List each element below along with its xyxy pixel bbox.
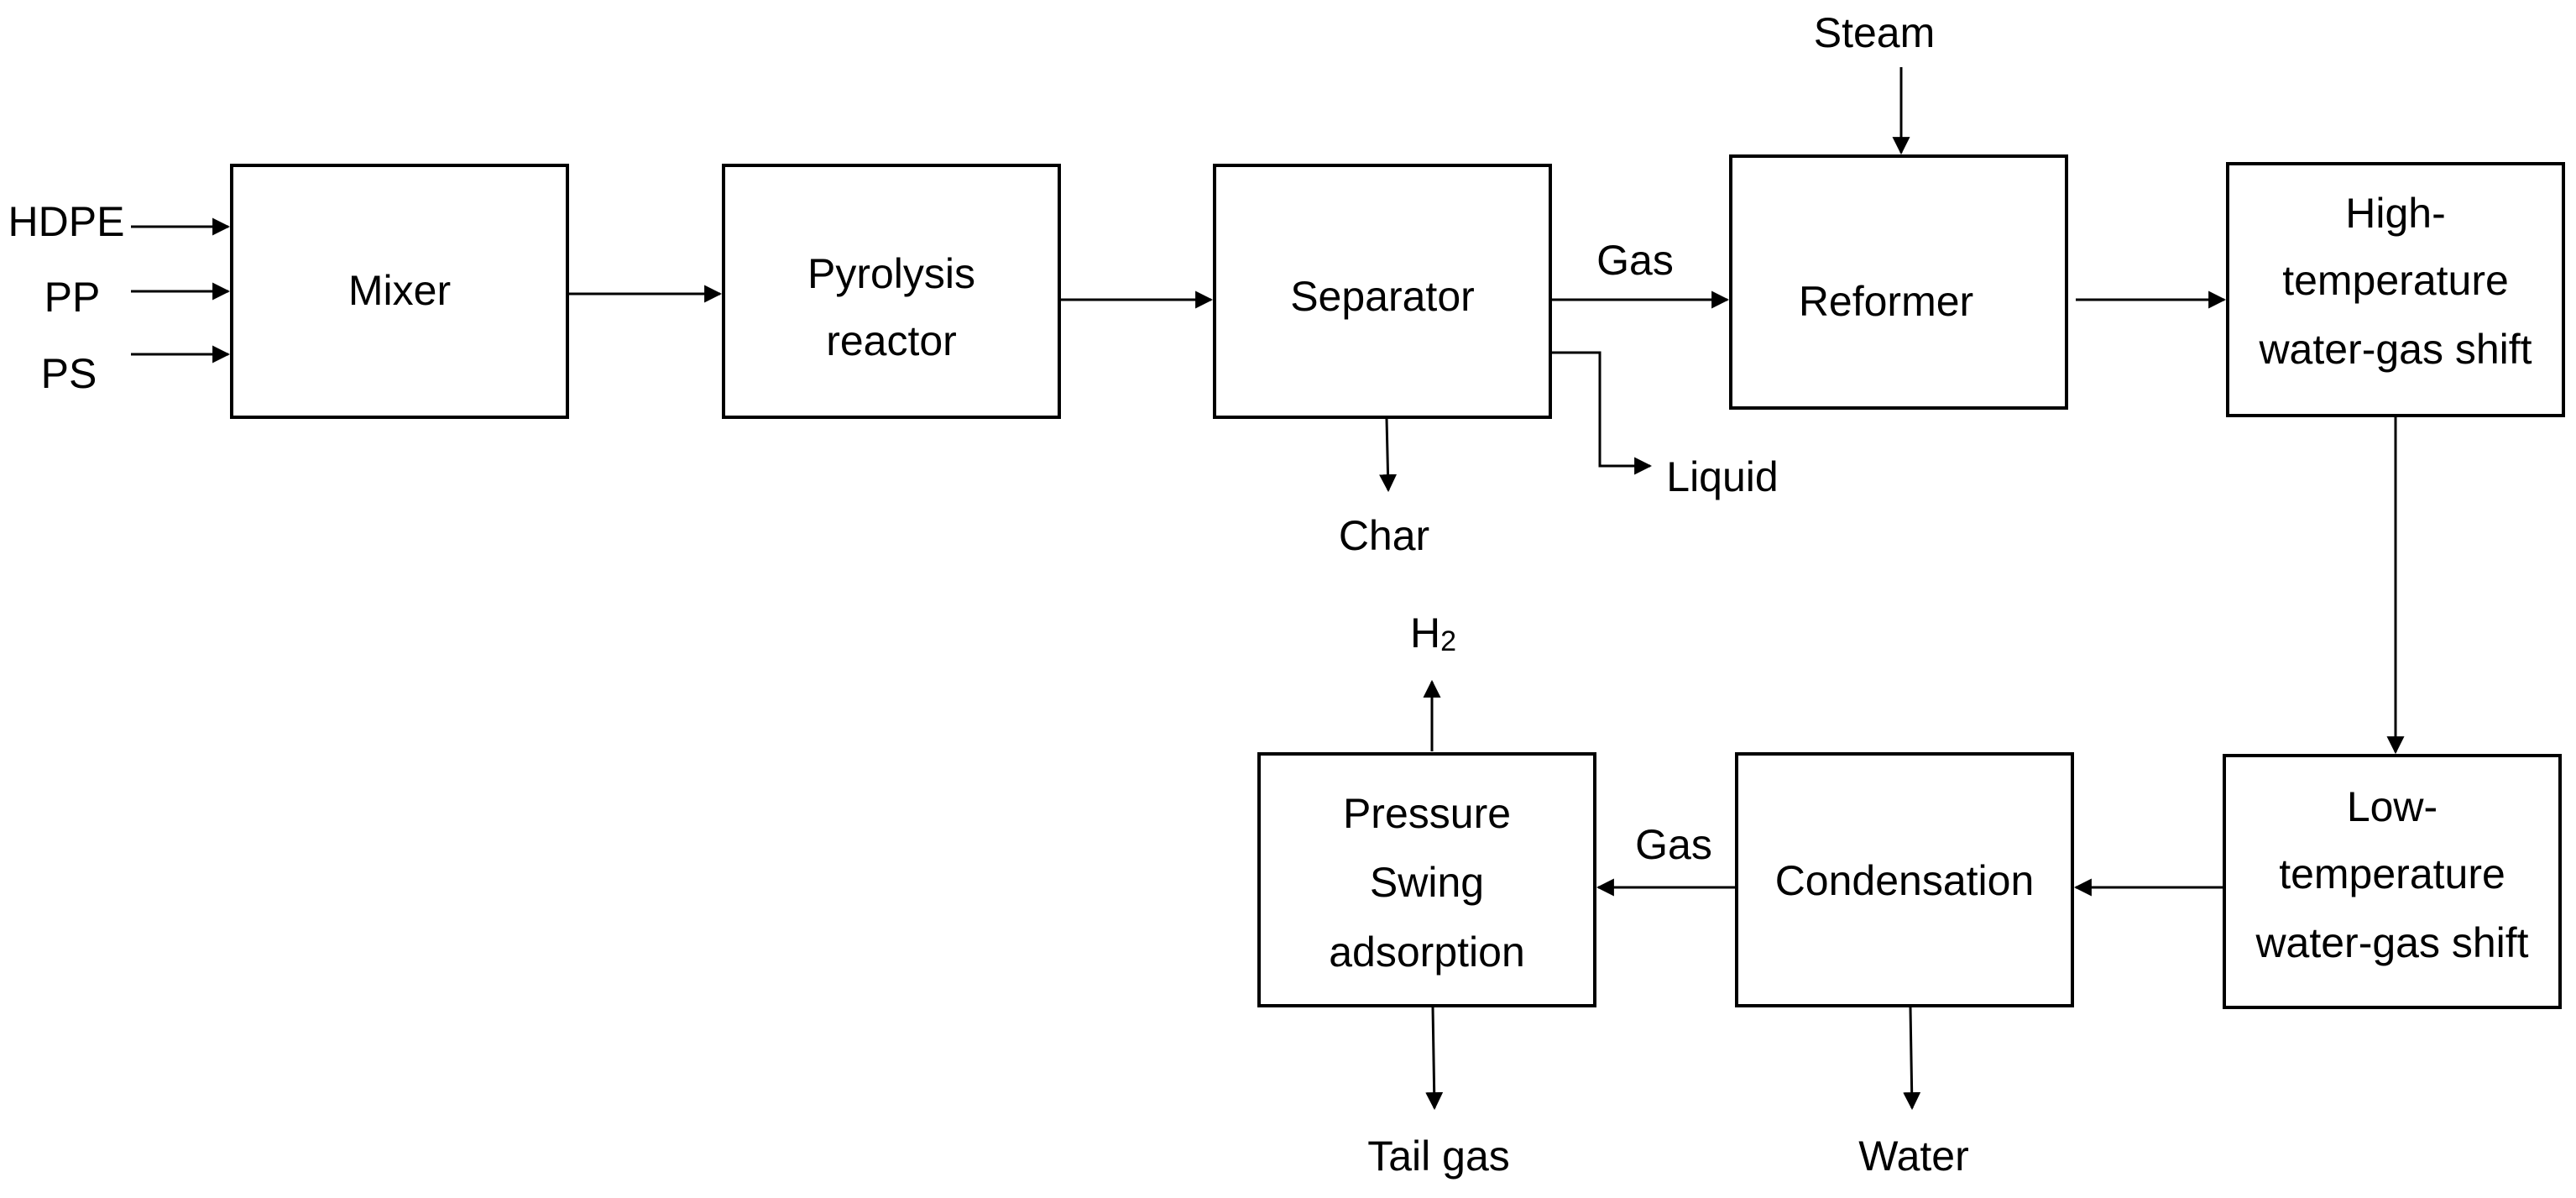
pyrolysis-reactor-label-line-2: reactor (826, 317, 957, 364)
pp-label: PP (44, 274, 101, 321)
condensation-label: Condensation (1775, 857, 2035, 904)
htws-label-line-3: water-gas shift (2258, 326, 2532, 373)
h2-label-main: H (1410, 609, 1440, 657)
separator-box: Separator (1213, 164, 1552, 419)
separator-char-arrow (1379, 418, 1398, 493)
h2-label: H2 (1410, 609, 1456, 657)
separator-gas-label: Gas (1596, 237, 1674, 284)
ltws-label-line-2: temperature (2279, 850, 2505, 897)
psa-label-line-1: Pressure (1343, 790, 1511, 837)
reformer-label: Reformer (1799, 278, 1973, 325)
ltws-label-line-3: water-gas shift (2255, 919, 2528, 966)
condensation-box: Condensation (1735, 752, 2074, 1007)
high-temperature-water-gas-shift-box: High- temperature water-gas shift (2226, 162, 2565, 417)
steam-label: Steam (1814, 9, 1936, 56)
separator-liquid-arrow (1552, 351, 1653, 475)
h2-label-subscript: 2 (1440, 625, 1456, 657)
condensation-gas-label: Gas (1635, 821, 1712, 868)
tail-gas-label: Tail gas (1367, 1133, 1510, 1180)
psa-tail-gas-arrow (1425, 1007, 1444, 1111)
low-temperature-water-gas-shift-box: Low- temperature water-gas shift (2223, 754, 2562, 1009)
separator-label: Separator (1290, 273, 1475, 320)
water-label: Water (1858, 1133, 1969, 1180)
ps-label: PS (41, 350, 97, 397)
psa-label-line-3: adsorption (1329, 929, 1525, 976)
htws-label-line-2: temperature (2282, 257, 2509, 304)
psa-label-line-2: Swing (1370, 859, 1484, 906)
htws-label-line-1: High- (2345, 190, 2445, 237)
ltws-label-line-1: Low- (2347, 783, 2438, 830)
char-label: Char (1339, 512, 1429, 559)
pyrolysis-reactor-label-line-1: Pyrolysis (807, 250, 975, 297)
pyrolysis-reactor-box: Pyrolysis reactor (722, 164, 1061, 419)
liquid-label: Liquid (1666, 453, 1778, 500)
pressure-swing-adsorption-box: Pressure Swing adsorption (1257, 752, 1596, 1007)
mixer-box: Mixer (230, 164, 569, 419)
hdpe-label: HDPE (8, 198, 125, 245)
reformer-box: Reformer (1729, 154, 2068, 410)
condensation-water-arrow (1903, 1007, 1921, 1111)
mixer-label: Mixer (348, 267, 451, 314)
